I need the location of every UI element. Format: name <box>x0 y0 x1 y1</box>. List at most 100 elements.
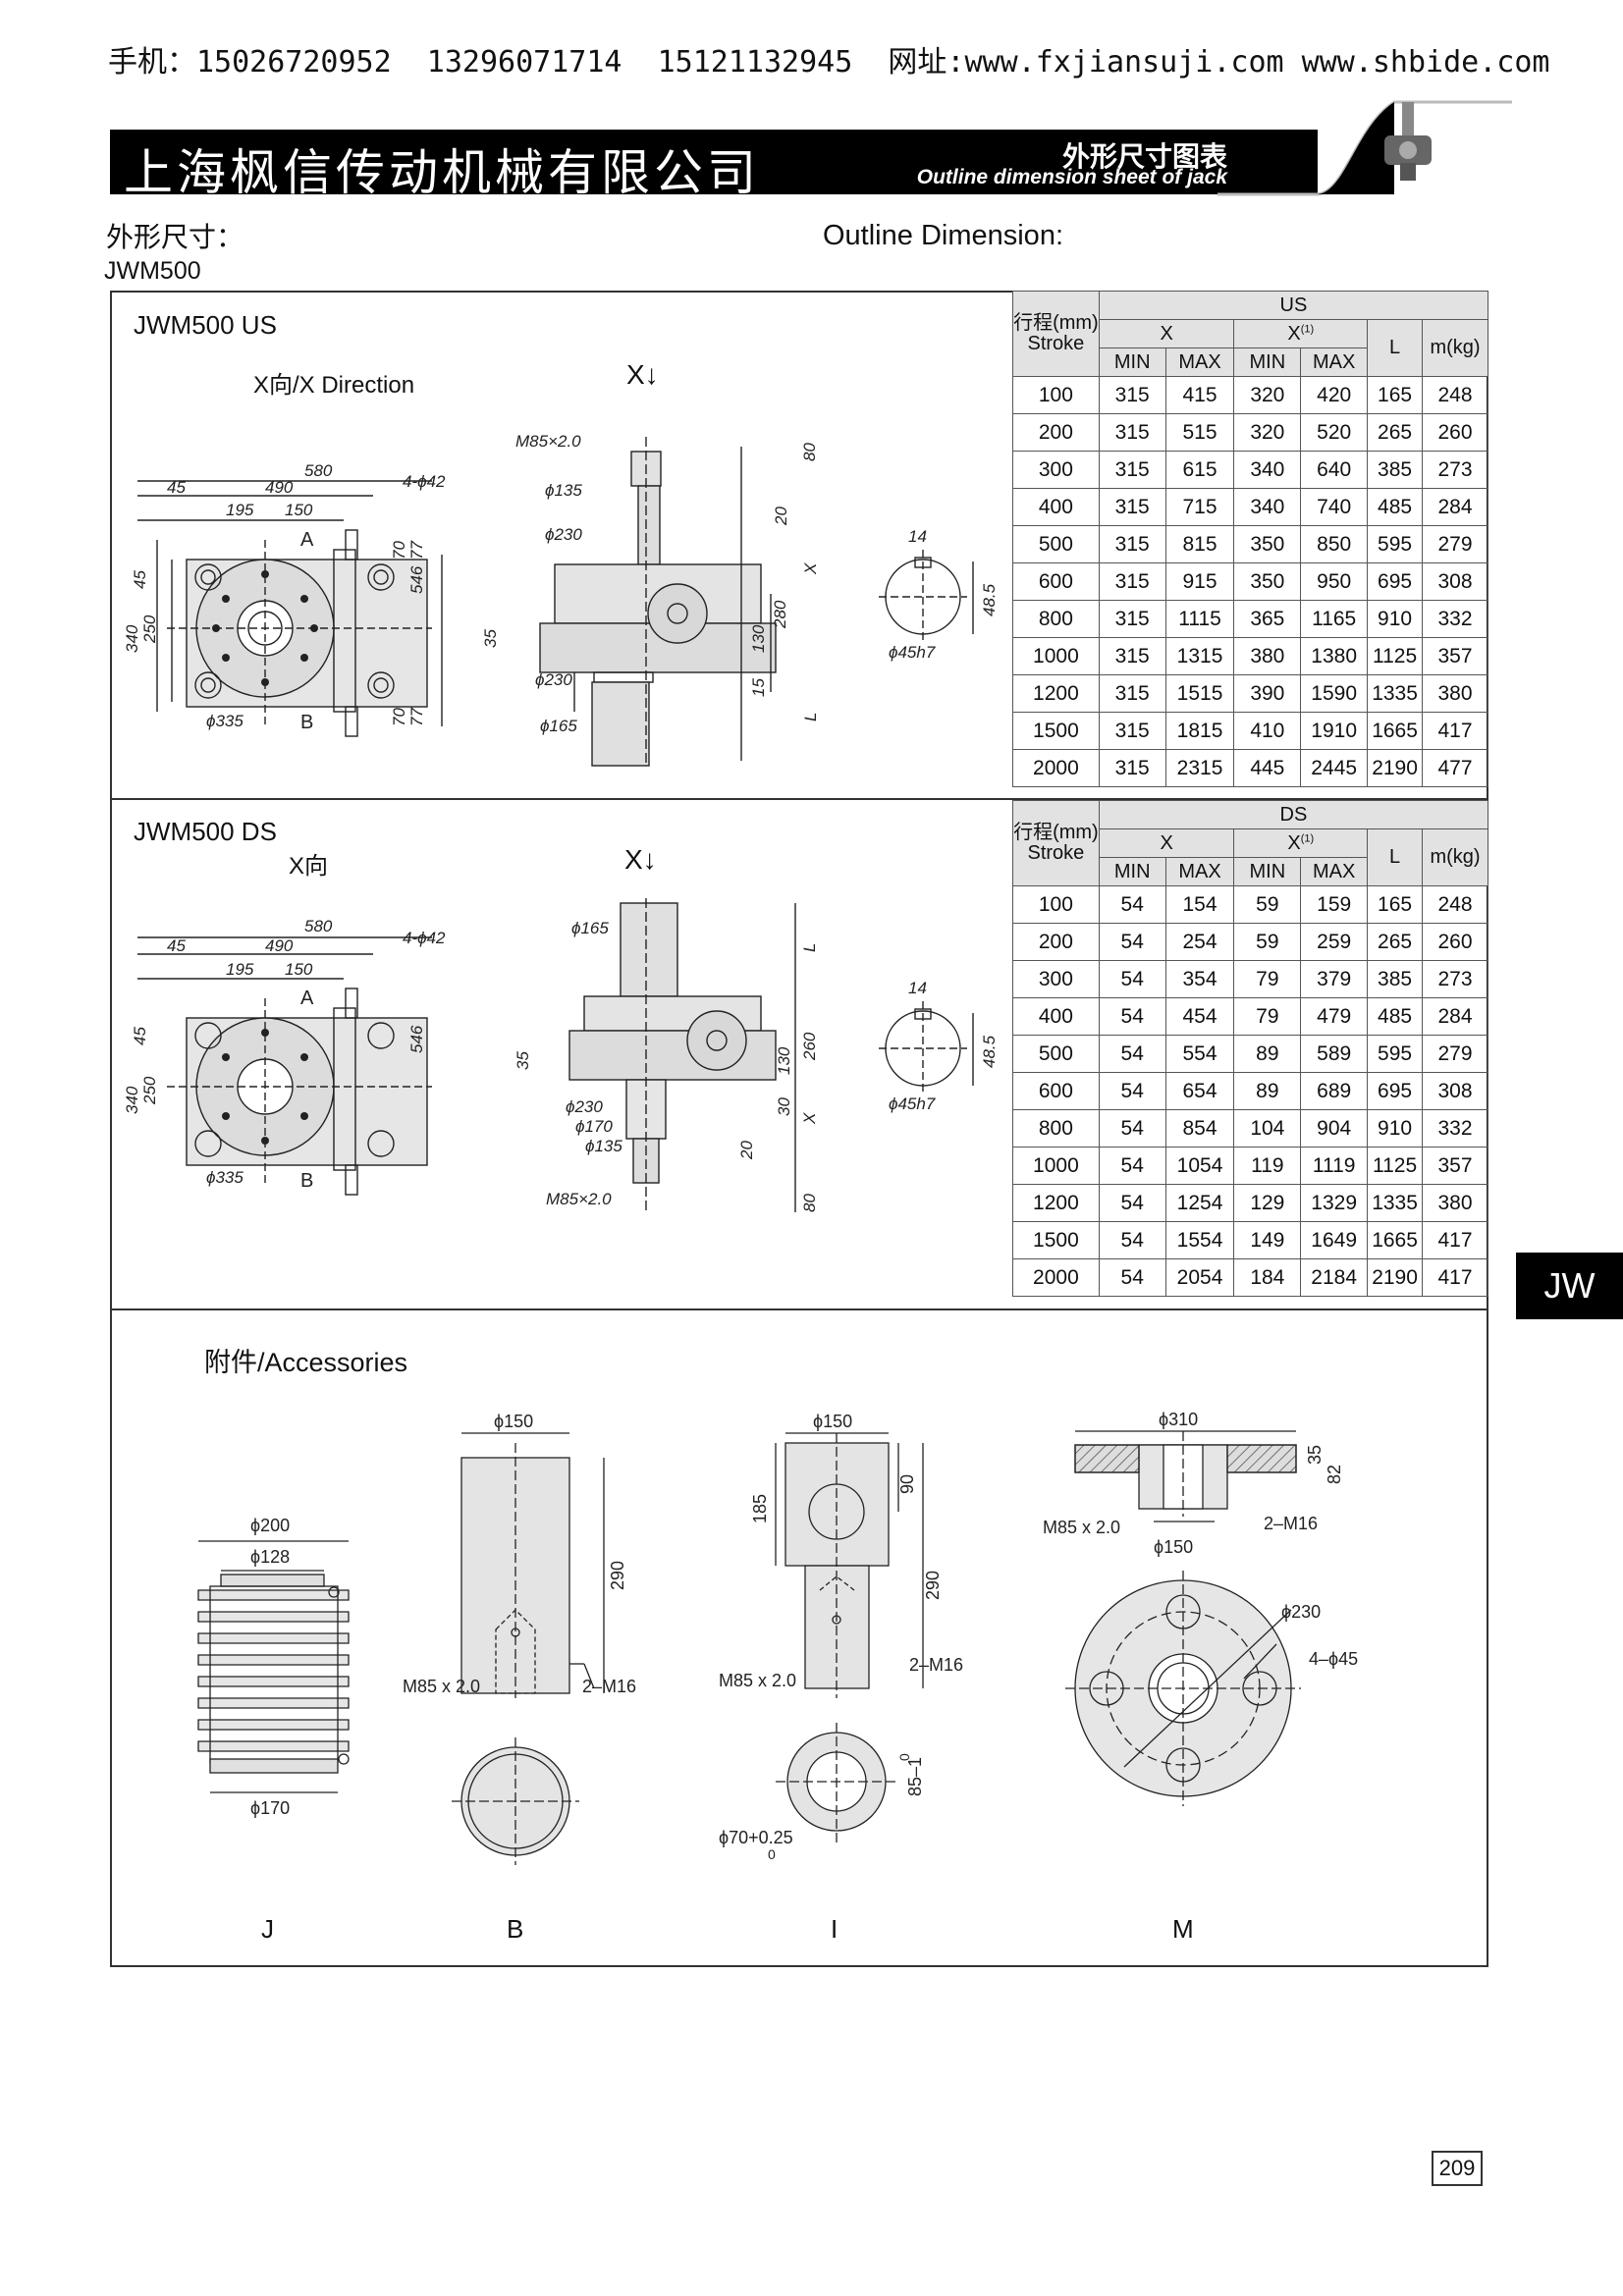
acc-m-d230: ϕ230 <box>1281 1602 1321 1622</box>
acc-j-d200: ϕ200 <box>250 1516 290 1535</box>
ds-dim-250: 250 <box>140 1076 159 1105</box>
acc-m-d35: 35 <box>1305 1445 1325 1465</box>
table-cell: 315 <box>1098 637 1166 675</box>
table-cell: 308 <box>1422 1072 1488 1110</box>
acc-i-d290: 290 <box>923 1571 943 1600</box>
table-cell: 1910 <box>1300 712 1369 750</box>
table-cell: 1380 <box>1300 637 1369 675</box>
divider-us-ds <box>110 798 1488 800</box>
table-cell: 200 <box>1012 923 1100 961</box>
banner-curve <box>1217 100 1512 196</box>
table-cell: 380 <box>1422 674 1488 713</box>
table-cell: 950 <box>1300 562 1369 601</box>
us-block-title: JWM500 US <box>134 310 277 340</box>
us-front-20: 20 <box>772 507 790 526</box>
ds-key-14: 14 <box>908 979 927 997</box>
side-tab-jw: JW <box>1516 1253 1623 1319</box>
table-cell: 400 <box>1012 488 1100 526</box>
table-cell: 910 <box>1367 1109 1424 1148</box>
table-cell: 854 <box>1164 1109 1235 1148</box>
acc-m-d82: 82 <box>1325 1465 1344 1484</box>
table-cell: 315 <box>1098 749 1166 787</box>
us-dim-70: 70 <box>390 541 408 560</box>
us-front-l: L <box>801 713 820 721</box>
table-cell: 1515 <box>1164 674 1235 713</box>
section-title-cn: 外形尺寸： <box>106 221 244 253</box>
us-head-x1: X(1) <box>1233 319 1369 348</box>
table-cell: 654 <box>1164 1072 1235 1110</box>
table-cell: 415 <box>1164 376 1235 414</box>
table-cell: 2184 <box>1300 1258 1369 1297</box>
table-cell: 1125 <box>1367 637 1424 675</box>
table-cell: 390 <box>1233 674 1302 713</box>
ds-front-x: X <box>800 1112 819 1125</box>
table-cell: 300 <box>1012 960 1100 998</box>
ds-dim-546: 546 <box>407 1025 426 1053</box>
table-cell: 640 <box>1300 451 1369 489</box>
us-label-b: B <box>300 712 313 733</box>
us-dimension-table: 行程(mm)Stroke US X X(1) L m(kg) MIN MAX M… <box>1012 291 1489 787</box>
us-head-max: MAX <box>1164 347 1235 377</box>
contact-line: 手机：15026720952 13296071714 15121132945 网… <box>108 45 1550 80</box>
table-cell: 159 <box>1300 885 1369 924</box>
table-cell: 1165 <box>1300 600 1369 638</box>
table-cell: 340 <box>1233 451 1302 489</box>
us-label-a: A <box>300 529 314 551</box>
divider-ds-accessories <box>110 1308 1488 1310</box>
table-cell: 1500 <box>1012 712 1100 750</box>
table-cell: 2190 <box>1367 1258 1424 1297</box>
us-keyway-drawing: 14 48.5 ϕ45h7 <box>879 527 999 662</box>
table-cell: 815 <box>1164 525 1235 563</box>
acc-m-d310: ϕ310 <box>1159 1410 1198 1429</box>
table-cell: 260 <box>1422 413 1488 452</box>
table-cell: 1815 <box>1164 712 1235 750</box>
table-cell: 595 <box>1367 1035 1424 1073</box>
table-cell: 740 <box>1300 488 1369 526</box>
table-cell: 1115 <box>1164 600 1235 638</box>
table-cell: 315 <box>1098 674 1166 713</box>
acc-i-d90: 90 <box>897 1474 917 1494</box>
ds-top-view-drawing: 580 490 45 195 150 4-ϕ42 A B ϕ335 546 34… <box>123 917 446 1196</box>
table-cell: 350 <box>1233 562 1302 601</box>
ds-front-phi170: ϕ170 <box>575 1117 613 1136</box>
us-front-80: 80 <box>800 443 819 461</box>
acc-i-d70b: 0 <box>768 1846 776 1862</box>
table-cell: 149 <box>1233 1221 1302 1259</box>
ds-head-stroke: 行程(mm)Stroke <box>1012 800 1100 886</box>
table-cell: 910 <box>1367 600 1424 638</box>
table-cell: 254 <box>1164 923 1235 961</box>
acc-b-d290: 290 <box>608 1561 627 1590</box>
table-cell: 315 <box>1098 376 1166 414</box>
acc-letter-b: B <box>507 1914 524 1944</box>
ds-dim-490: 490 <box>265 936 294 955</box>
table-cell: 1665 <box>1367 712 1424 750</box>
table-cell: 2315 <box>1164 749 1235 787</box>
ds-front-phi230: ϕ230 <box>566 1097 603 1116</box>
ds-keyway-drawing: 14 48.5 ϕ45h7 <box>879 979 999 1113</box>
acc-b-d150: ϕ150 <box>494 1412 533 1431</box>
ds-block-title: JWM500 DS <box>134 817 277 846</box>
ds-key-45h7: ϕ45h7 <box>889 1095 936 1113</box>
ds-front-35: 35 <box>514 1051 532 1070</box>
us-front-15: 15 <box>749 678 768 697</box>
ds-front-80: 80 <box>800 1194 819 1212</box>
table-cell: 165 <box>1367 885 1424 924</box>
table-cell: 54 <box>1098 1221 1166 1259</box>
table-cell: 315 <box>1098 562 1166 601</box>
table-cell: 689 <box>1300 1072 1369 1110</box>
us-head-m: m(kg) <box>1422 319 1488 377</box>
table-cell: 284 <box>1422 488 1488 526</box>
table-cell: 315 <box>1098 488 1166 526</box>
table-cell: 477 <box>1422 749 1488 787</box>
table-cell: 1329 <box>1300 1184 1369 1222</box>
acc-m-m85: M85 x 2.0 <box>1043 1518 1120 1537</box>
table-cell: 600 <box>1012 1072 1100 1110</box>
ds-head-x: X <box>1098 828 1235 858</box>
